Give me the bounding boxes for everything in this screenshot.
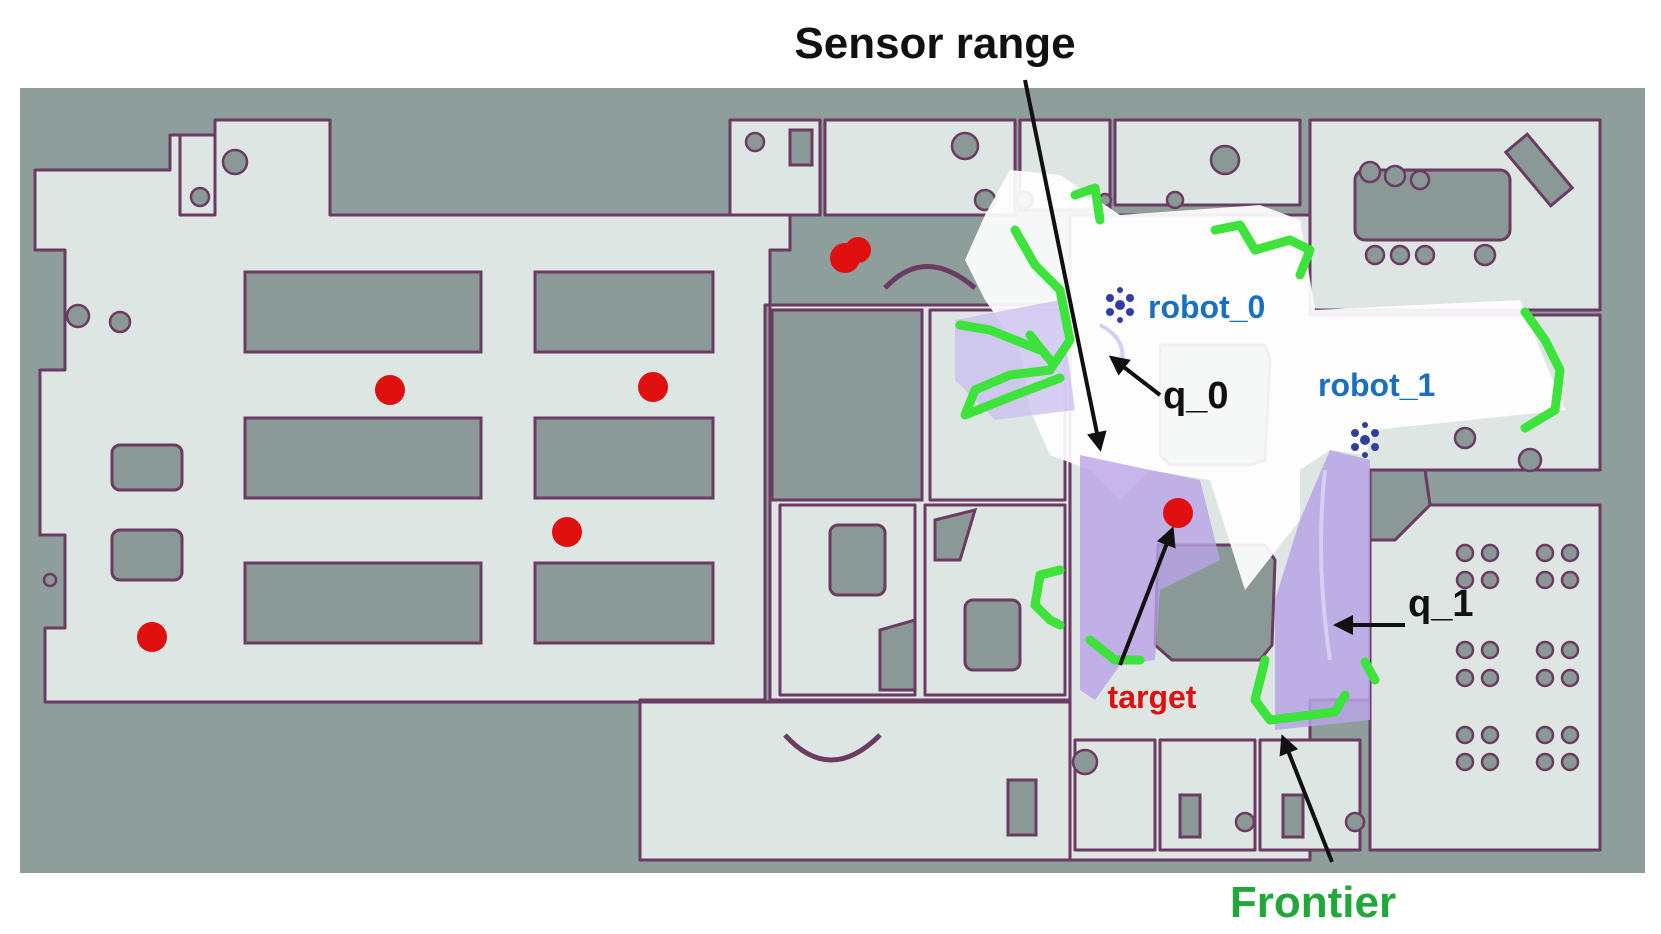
red-dot-marker [137, 622, 167, 652]
door-arc [883, 264, 977, 290]
conference-table [1353, 168, 1512, 242]
column-block [770, 308, 924, 502]
frontier-lines [955, 183, 1565, 725]
wedge-block [878, 618, 917, 692]
small-table [110, 443, 184, 492]
table-block [533, 270, 715, 354]
locker [1006, 778, 1038, 837]
locker [788, 128, 814, 167]
q0-arrow [1108, 355, 1162, 397]
table-block [243, 416, 483, 500]
table-block [243, 270, 483, 354]
frontier-label: Frontier [1230, 878, 1396, 927]
main-hall [33, 118, 792, 704]
frontier-arrow [1279, 734, 1334, 863]
sensor-range-arrow [1023, 79, 1107, 452]
table-block [533, 561, 715, 645]
q0-label: q_0 [1163, 375, 1228, 417]
wedge-block [933, 507, 978, 562]
target-marker [1163, 498, 1193, 528]
candidate-markers [137, 237, 1193, 652]
table-block [533, 416, 715, 500]
red-dot-marker [552, 517, 582, 547]
locker [1178, 793, 1202, 839]
locker [1281, 793, 1305, 839]
bottom-room-c [1258, 738, 1362, 852]
robot-1-label: robot_1 [1318, 367, 1435, 403]
chairs [42, 131, 1580, 833]
annotation-arrows [1023, 79, 1405, 863]
robot-icon [1351, 422, 1379, 458]
table-block [243, 561, 483, 645]
cabinet [1503, 132, 1575, 208]
small-table [828, 523, 887, 597]
small-table [963, 598, 1022, 672]
door-arc [783, 733, 882, 763]
robot-0-label: robot_0 [1148, 289, 1265, 325]
obstacles [110, 128, 1575, 839]
bottom-room-b [1158, 738, 1257, 852]
target-arrow [1118, 526, 1176, 666]
door-arcs [783, 264, 977, 763]
q1-label: q_1 [1408, 583, 1473, 625]
robot-icon [1106, 287, 1134, 323]
red-dot-marker [845, 237, 871, 263]
room-top-d [1113, 118, 1302, 207]
red-dot-marker [375, 375, 405, 405]
small-table [110, 528, 184, 582]
bottom-lobby [638, 700, 1072, 862]
sensor-range-label: Sensor range [794, 19, 1075, 68]
robot-path [1319, 469, 1332, 661]
red-dot-marker [638, 372, 668, 402]
target-label: target [1108, 679, 1197, 715]
